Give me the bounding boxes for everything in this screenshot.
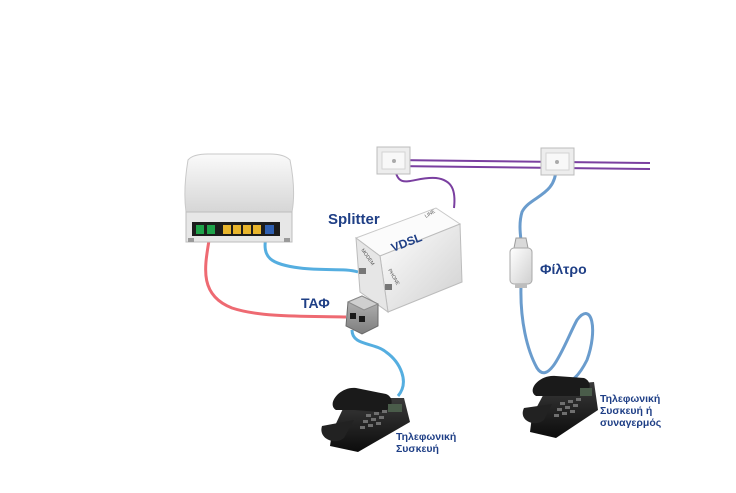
router-to-splitter-cable bbox=[263, 235, 359, 274]
router bbox=[184, 153, 295, 243]
splitter: VDSL LINE MODEM PHONE bbox=[354, 207, 463, 314]
filter-label: Φίλτρο bbox=[540, 261, 587, 277]
filter-to-phone2-cable bbox=[519, 285, 595, 382]
phone2-caption-line3: συναγερμός bbox=[600, 417, 662, 429]
phone2-caption: Τηλεφωνική Συσκευή ή συναγερμός bbox=[600, 393, 661, 429]
lan-port-4 bbox=[253, 225, 261, 234]
phone2-caption-line1: Τηλεφωνική bbox=[600, 393, 661, 405]
phone1-caption: Τηλεφωνική Συσκευή bbox=[396, 431, 456, 455]
telephone-2 bbox=[522, 375, 598, 438]
wall-socket-right bbox=[540, 147, 575, 176]
lan-green-port bbox=[207, 225, 215, 234]
lan-port-2 bbox=[233, 225, 241, 234]
filter bbox=[509, 237, 533, 288]
keypad-2 bbox=[554, 398, 581, 417]
phone1-caption-line1: Τηλεφωνική bbox=[396, 431, 457, 443]
splitter-phone-port bbox=[385, 284, 392, 290]
lan-port-3 bbox=[243, 225, 251, 234]
keypad-1 bbox=[360, 410, 387, 429]
splitter-label: Splitter bbox=[328, 211, 380, 228]
phone1-caption-line2: Συσκευή bbox=[396, 443, 439, 455]
phone-line bbox=[392, 159, 651, 170]
phone2-caption-line2: Συσκευή ή bbox=[600, 405, 653, 417]
lan-port-1 bbox=[223, 225, 231, 234]
taf-to-phone1-cable bbox=[350, 329, 405, 397]
taf-label: ΤΑΦ bbox=[301, 295, 330, 311]
taf-box bbox=[345, 295, 380, 335]
dsl-cable bbox=[204, 233, 347, 319]
splitter-modem-port bbox=[359, 268, 366, 274]
wall-to-filter-cable bbox=[518, 167, 558, 241]
telephone-1 bbox=[321, 387, 410, 452]
phone-port bbox=[265, 225, 274, 234]
phone-display-1 bbox=[388, 404, 402, 412]
phone-display-2 bbox=[580, 388, 592, 396]
wall-to-splitter-cable bbox=[394, 167, 456, 209]
wall-socket-left bbox=[376, 146, 411, 175]
dsl-port bbox=[196, 225, 204, 234]
splitter-line-port-label: LINE bbox=[424, 208, 437, 219]
